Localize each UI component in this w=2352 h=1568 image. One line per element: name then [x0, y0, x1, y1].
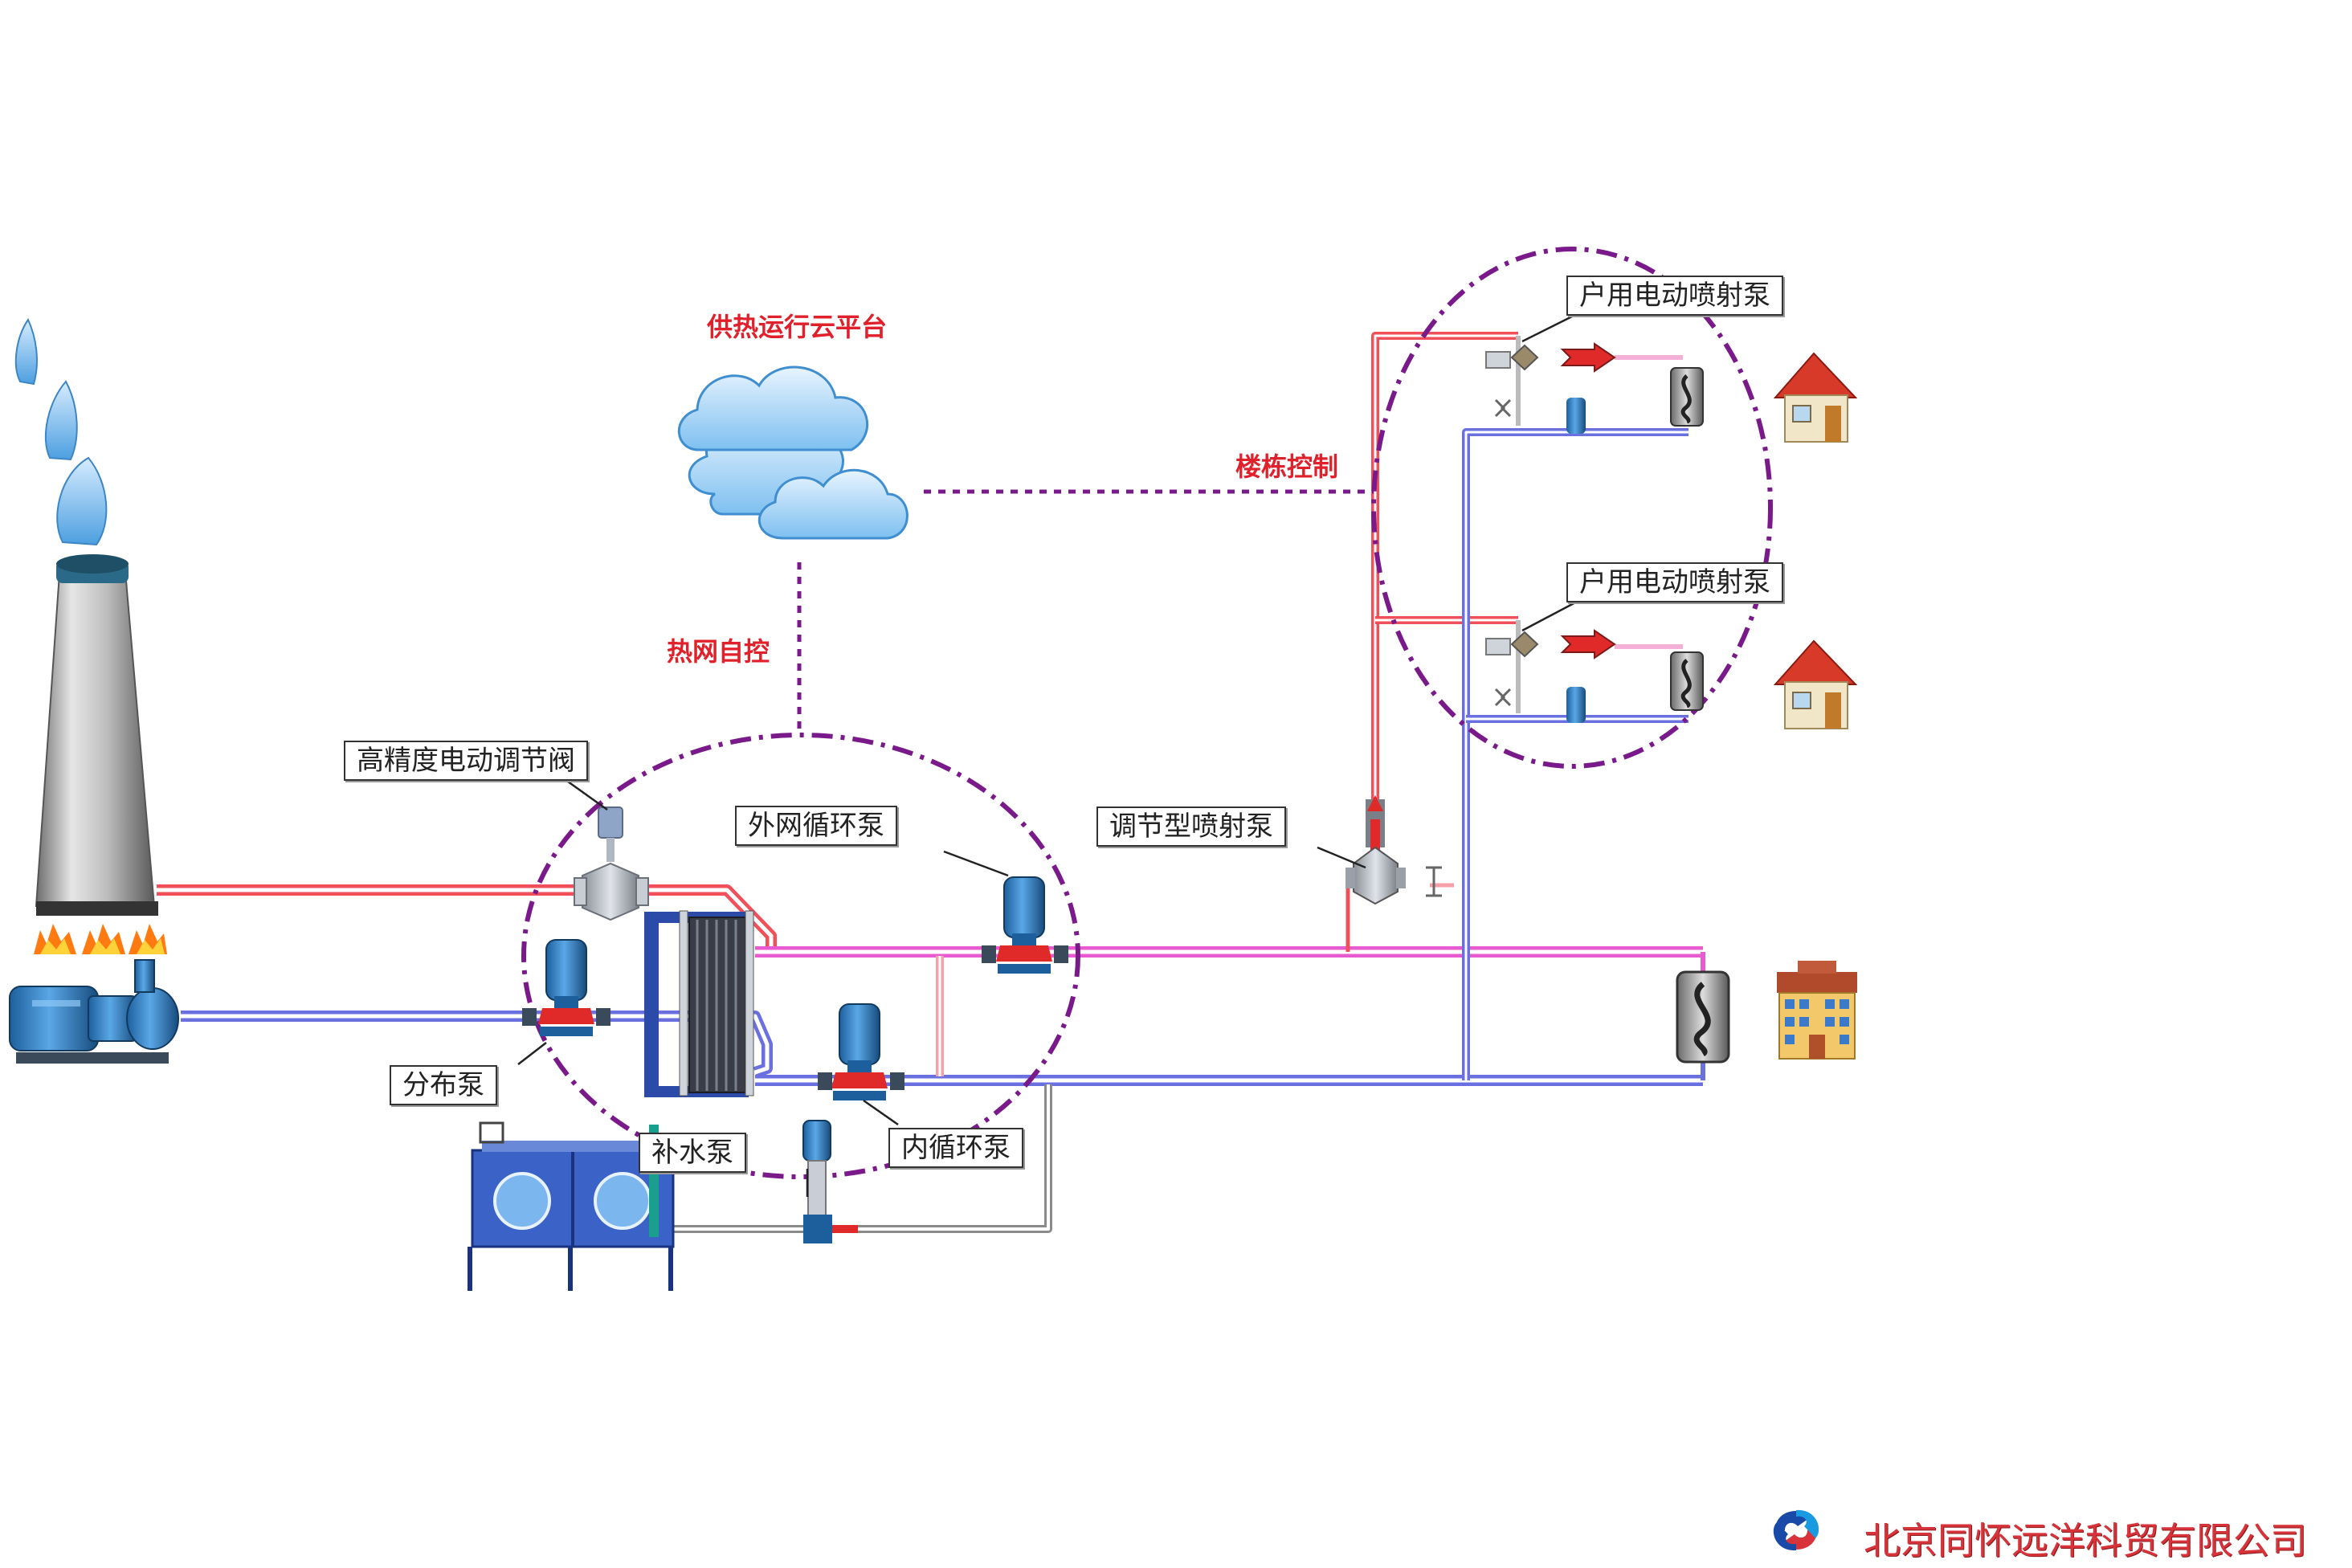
building-control-label: 楼栋控制	[1235, 451, 1339, 482]
ejector-pump-icon	[1345, 795, 1442, 905]
inner-pump-callout: 内循环泵	[888, 1128, 1023, 1168]
control-links	[797, 489, 1374, 735]
household-unit-2	[1485, 629, 1704, 723]
outer-pump-callout: 外网循环泵	[735, 806, 897, 846]
company-logo-icon	[1773, 1509, 1819, 1551]
outer-circulation-pump-icon	[982, 876, 1068, 974]
house-icon-1	[1773, 352, 1858, 443]
distribution-pump-icon	[522, 939, 610, 1036]
network-control-label: 热网自控	[667, 636, 770, 667]
household-unit-1	[1485, 342, 1704, 434]
pipes	[157, 332, 1705, 1233]
makeup-pump-callout: 补水泵	[639, 1133, 746, 1173]
household-pump-callout-2: 户用电动喷射泵	[1566, 562, 1783, 602]
flame-icon	[34, 924, 167, 954]
control-boundaries	[521, 247, 1773, 1179]
building-control-boundary	[1371, 247, 1773, 769]
boiler-pump-icon	[9, 959, 179, 1064]
makeup-pump-icon	[802, 1120, 858, 1243]
house-icon-2	[1773, 639, 1858, 729]
network-control-boundary	[521, 733, 1080, 1179]
heat-exchanger-icon	[644, 910, 754, 1097]
valve-callout: 高精度电动调节阀	[344, 741, 588, 781]
supply-riser	[1371, 332, 1518, 851]
apartment-icon	[1777, 961, 1857, 1060]
valve-icon	[574, 806, 649, 921]
inner-circulation-pump-icon	[818, 1003, 904, 1100]
chimney-icon	[35, 554, 158, 916]
radiator-icon	[1676, 970, 1730, 1064]
cloud-platform-label: 供热运行云平台	[707, 312, 888, 342]
smoke-icon	[14, 317, 108, 546]
return-riser	[1462, 428, 1688, 1080]
distribution-pump-callout: 分布泵	[390, 1065, 497, 1105]
company-name: 北京同怀远洋科贸有限公司	[1864, 1519, 2307, 1562]
cloud-icon	[677, 365, 909, 540]
household-pump-callout-1: 户用电动喷射泵	[1566, 276, 1783, 316]
ejector-callout: 调节型喷射泵	[1096, 806, 1286, 847]
callout-pointers	[517, 312, 1579, 1197]
